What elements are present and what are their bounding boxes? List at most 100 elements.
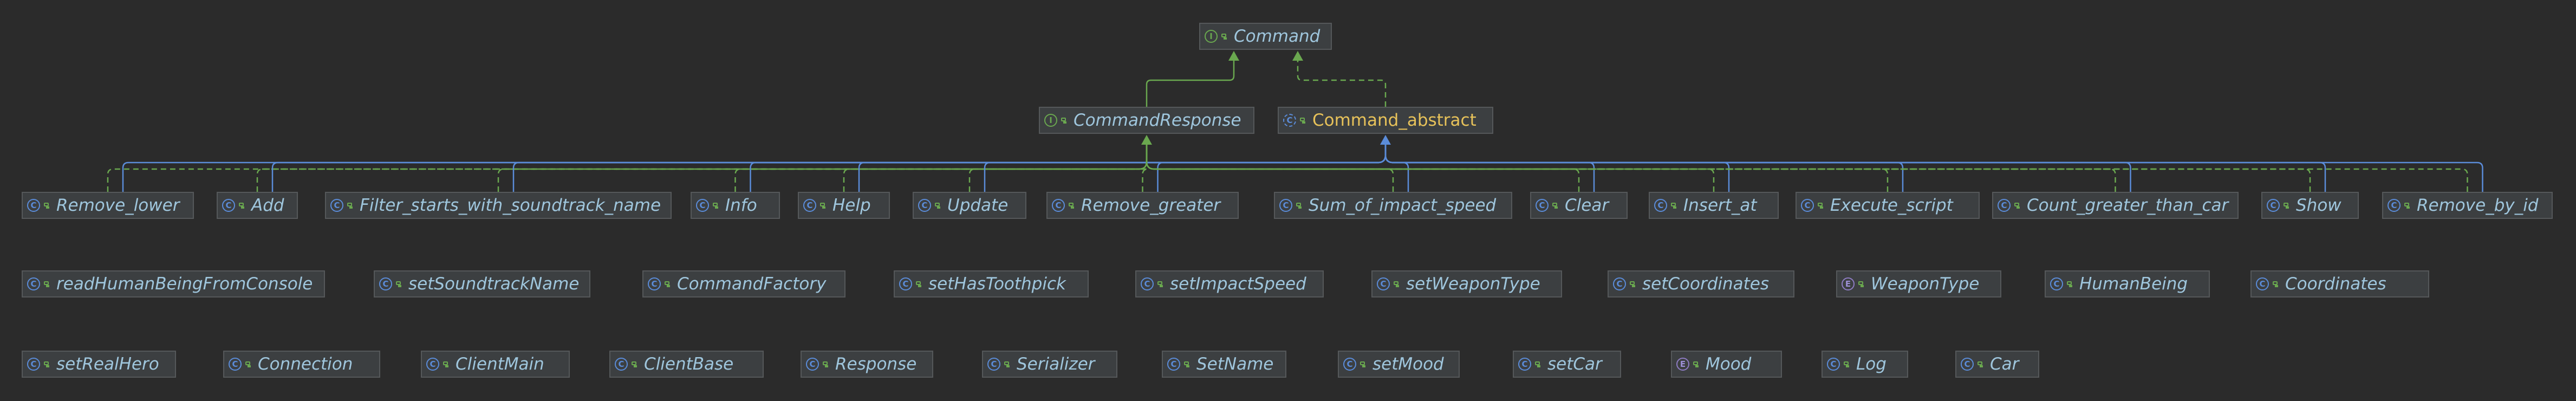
node-label: setSoundtrackName (408, 274, 580, 294)
class-icon: C (1613, 277, 1626, 290)
node-command-response[interactable]: I CommandResponse (1039, 107, 1254, 134)
arrowhead-command-right (1292, 51, 1303, 61)
node-set-name[interactable]: C SetName (1162, 351, 1286, 378)
public-visibility-icon (1183, 360, 1191, 368)
interface-icon: I (1044, 114, 1057, 127)
node-label: setWeaponType (1406, 274, 1540, 294)
class-icon: C (1801, 199, 1814, 212)
class-icon: C (1536, 199, 1549, 212)
node-label: Help (832, 195, 871, 215)
node-log[interactable]: C Log (1822, 351, 1908, 378)
public-visibility-icon (395, 280, 403, 288)
edge-filter-starts-with-soundtrack-name-implements-command-response (497, 144, 1148, 192)
node-label: Show (2296, 195, 2341, 215)
edge-clear-extends-command-abstract (1384, 144, 1595, 192)
node-label: Connection (258, 354, 353, 374)
public-visibility-icon (819, 202, 827, 209)
public-visibility-icon (1068, 202, 1076, 209)
class-icon: C (1961, 358, 1974, 371)
public-visibility-icon (822, 360, 830, 368)
class-icon: C (379, 277, 392, 290)
edge-update-implements-command-response (968, 144, 1148, 192)
node-label: CommandResponse (1074, 110, 1241, 130)
public-visibility-icon (915, 280, 923, 288)
edge-remove-lower-extends-command-abstract (122, 144, 1387, 192)
edge-remove-by-id-extends-command-abstract (1384, 144, 2483, 192)
class-icon: C (2050, 277, 2063, 290)
node-label: setHasToothpick (928, 274, 1066, 294)
class-icon: C (229, 358, 242, 371)
node-label: Remove_by_id (2417, 195, 2539, 215)
public-visibility-icon (1693, 360, 1700, 368)
class-icon: C (1052, 199, 1065, 212)
class-icon: C (1167, 358, 1180, 371)
edge-sum-of-impact-speed-implements-command-response (1146, 144, 1394, 192)
edge-add-implements-command-response (256, 144, 1148, 192)
public-visibility-icon (1858, 280, 1865, 288)
node-label: Mood (1706, 354, 1752, 374)
class-icon: C (696, 199, 709, 212)
node-label: Serializer (1017, 354, 1095, 374)
edge-count-greater-than-car-implements-command-response (1146, 144, 2116, 192)
edge-info-implements-command-response (734, 144, 1148, 192)
class-icon: C (1827, 358, 1840, 371)
public-visibility-icon (2066, 280, 2074, 288)
node-label: CommandFactory (677, 274, 827, 294)
edge-sum-of-impact-speed-extends-command-abstract (1384, 144, 1409, 192)
arrowhead-command-abstract (1380, 135, 1391, 145)
public-visibility-icon (443, 360, 450, 368)
edge-remove-by-id-implements-command-response (1146, 144, 2468, 192)
node-label: Log (1856, 354, 1887, 374)
class-icon: C (27, 277, 40, 290)
public-visibility-icon (2283, 202, 2291, 209)
public-visibility-icon (2014, 202, 2021, 209)
public-visibility-icon (1157, 280, 1165, 288)
edge-execute-script-extends-command-abstract (1384, 144, 1904, 192)
node-connection[interactable]: C Connection (223, 351, 380, 378)
node-label: Update (947, 195, 1009, 215)
edge-remove-greater-extends-command-abstract (1157, 144, 1387, 192)
edge-command-response-to-command (1146, 60, 1235, 107)
public-visibility-icon (664, 280, 672, 288)
public-visibility-icon (2272, 280, 2280, 288)
node-label: Add (251, 195, 284, 215)
node-label: SetName (1196, 354, 1274, 374)
public-visibility-icon (1552, 202, 1559, 209)
node-label: setRealHero (56, 354, 159, 374)
